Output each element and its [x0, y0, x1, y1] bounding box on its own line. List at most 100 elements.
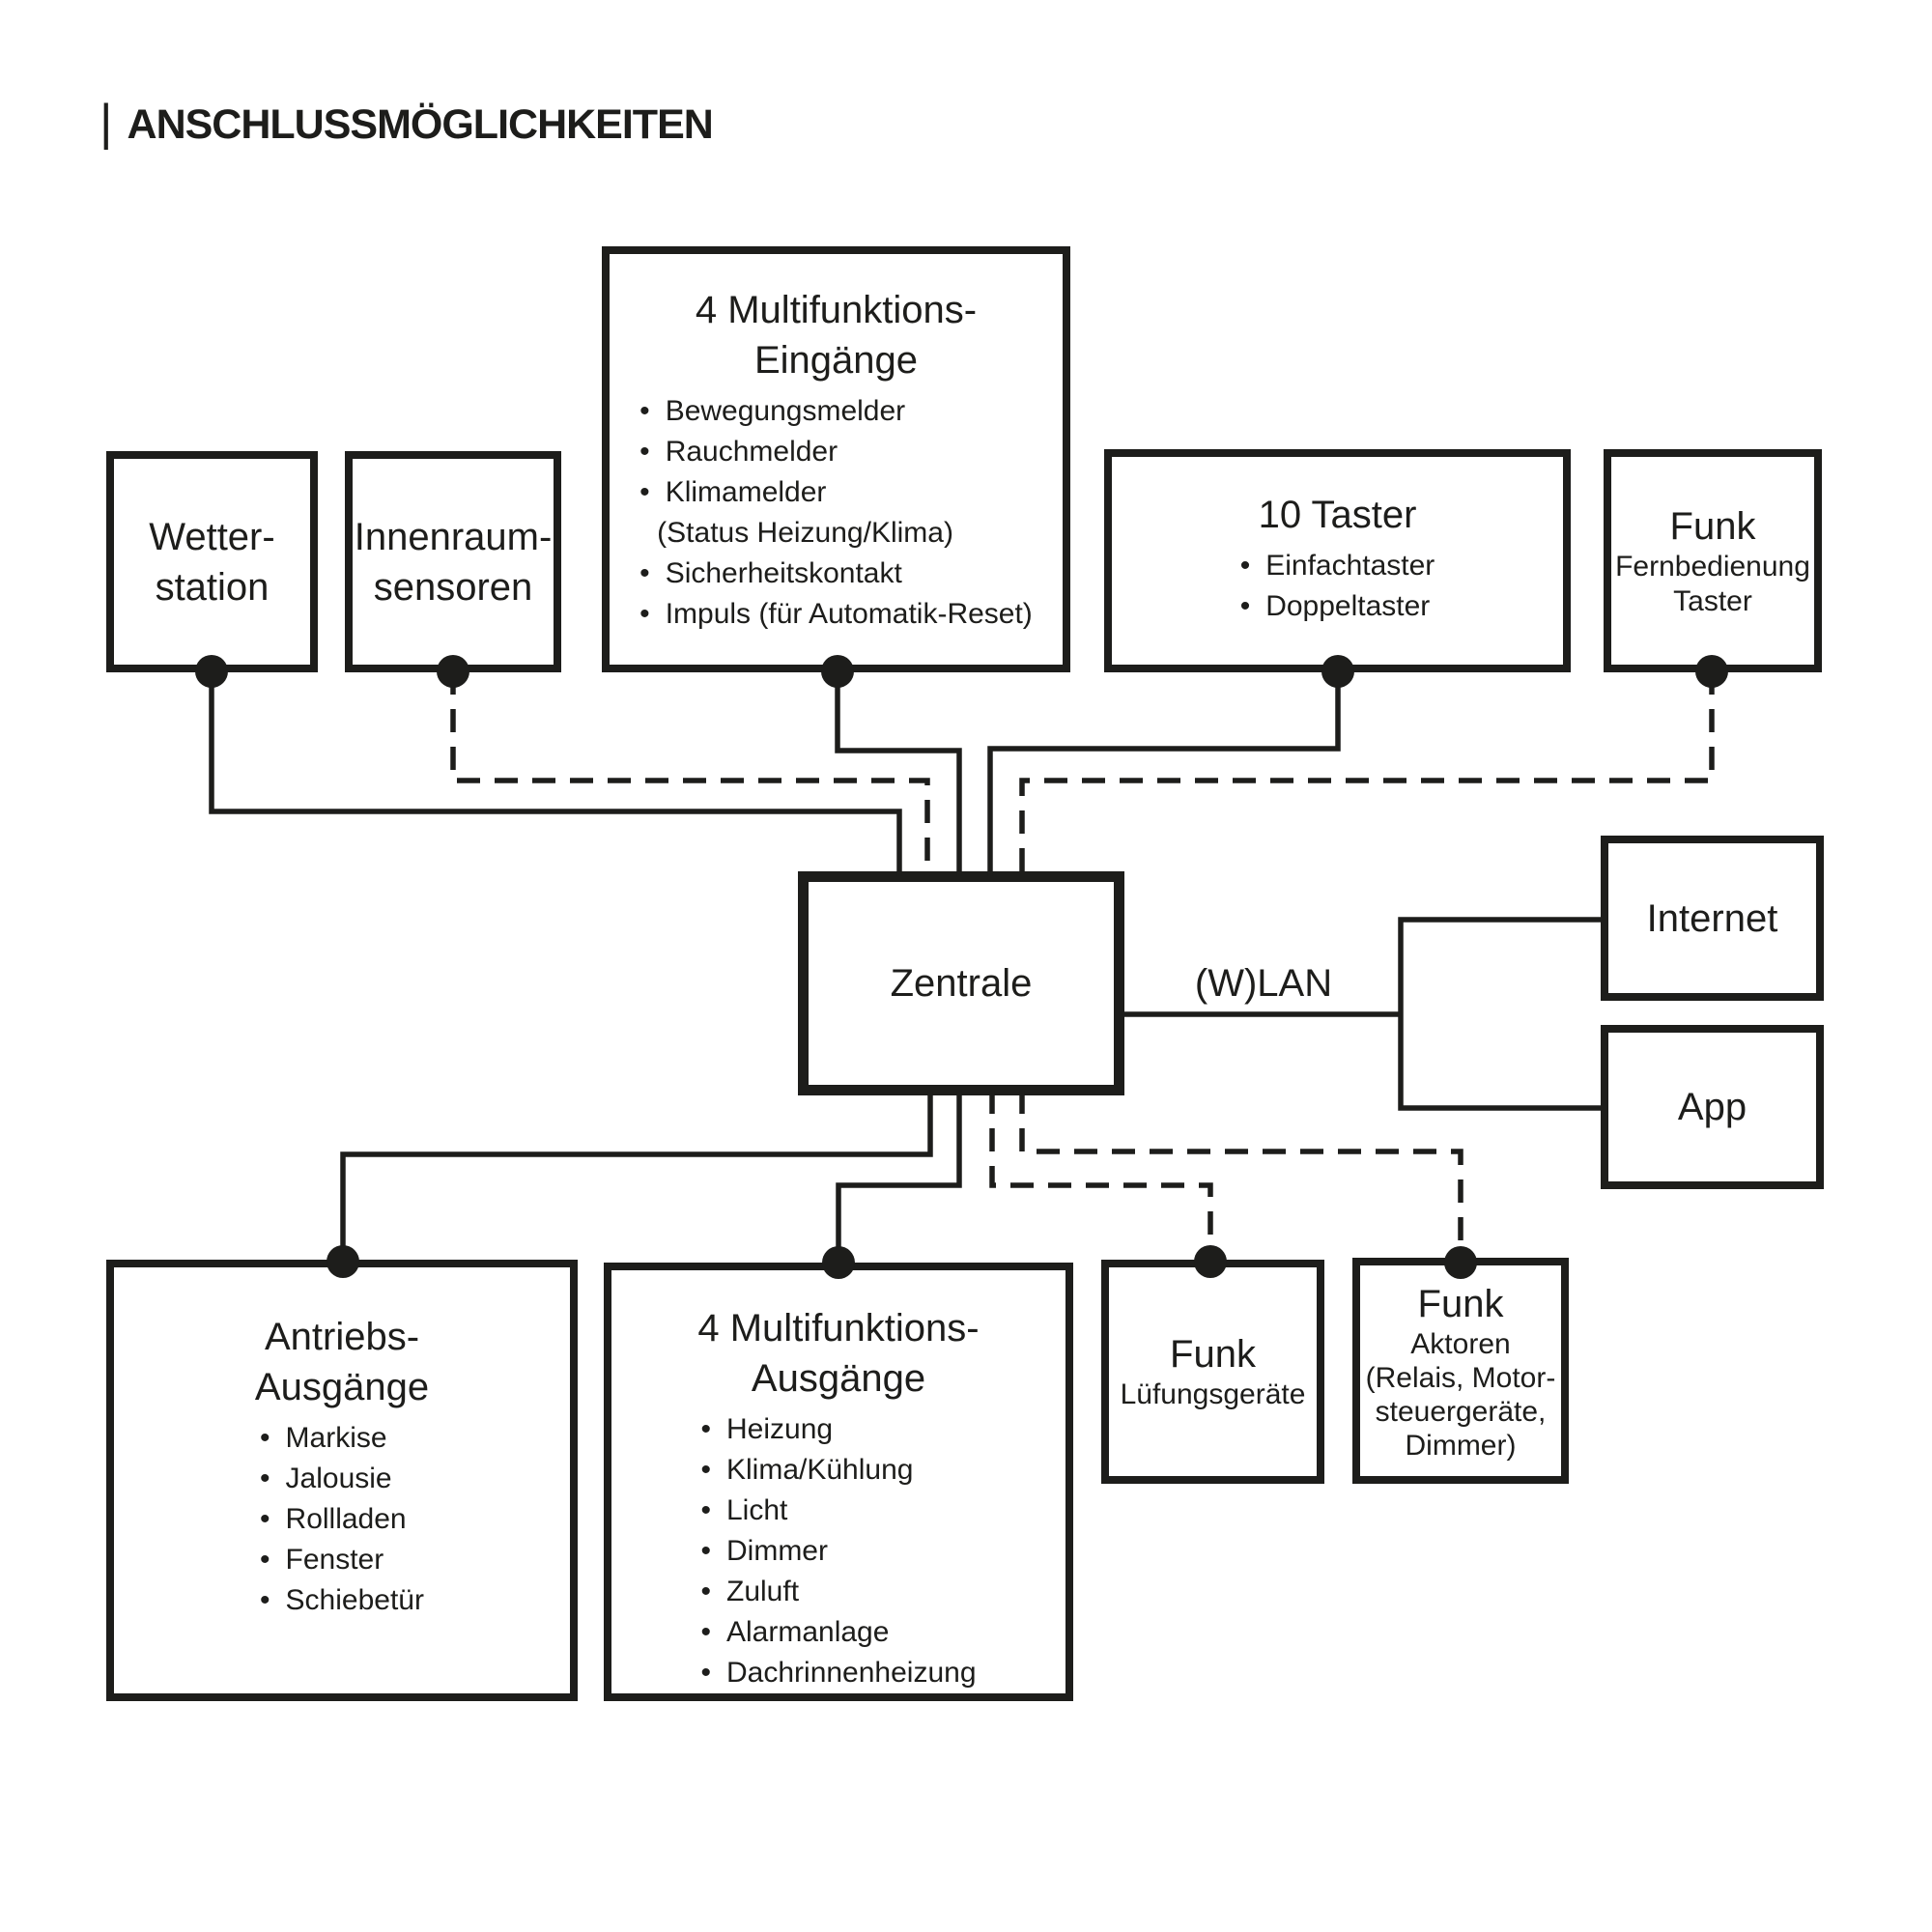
node-item-list: •Heizung •Klima/Kühlung •Licht •Dimmer •… [700, 1409, 976, 1693]
list-item-label: Rollladen [285, 1503, 407, 1535]
node-title: App [1678, 1082, 1747, 1132]
list-item-label: Klimamelder [665, 476, 827, 508]
list-item-label: Licht [726, 1494, 788, 1526]
list-item: • Zuluft [700, 1572, 976, 1612]
edge-innenraumsensoren-zentrale [450, 671, 930, 876]
list-item-label: Bewegungsmelder [665, 395, 906, 427]
bullet-icon: • [260, 1544, 270, 1576]
node-title-line: 4 Multifunktions- [695, 289, 978, 331]
bullet-icon: • [1239, 590, 1251, 622]
list-item-label: Sicherheitskontakt [665, 557, 902, 589]
node-title: 10 Taster [1112, 490, 1563, 540]
bullet-icon: • [700, 1535, 711, 1567]
node-title-line: station [155, 565, 270, 609]
list-item: • Licht [700, 1491, 976, 1531]
list-item-label: Impuls (für Automatik-Reset) [665, 598, 1033, 630]
node-title-line: 4 Multifunktions- [697, 1307, 980, 1350]
node-subtitle-line: Fernbedienung [1615, 551, 1810, 583]
bullet-icon: • [700, 1657, 711, 1689]
list-item: • Heizung [700, 1409, 976, 1450]
list-item-label: Doppeltaster [1265, 590, 1431, 622]
list-item: • Einfachtaster [1240, 546, 1435, 586]
bullet-icon: • [639, 476, 650, 508]
bullet-icon: • [700, 1413, 711, 1445]
node-subtitle-line: Aktoren [1410, 1328, 1511, 1360]
bullet-icon: • [260, 1463, 270, 1494]
list-item-label: Rauchmelder [665, 436, 838, 468]
list-item-label: Fenster [285, 1544, 384, 1576]
list-item: • Fenster [260, 1540, 424, 1580]
list-item: •Schiebetür [260, 1580, 424, 1621]
node-title: Funk [1170, 1333, 1256, 1377]
list-item: •Dachrinnenheizung [700, 1653, 976, 1693]
list-item-label: Heizung [726, 1413, 834, 1445]
list-item-label: Zuluft [726, 1576, 800, 1607]
bullet-icon: • [700, 1494, 711, 1526]
list-item-label: Einfachtaster [1265, 550, 1435, 582]
bullet-icon: • [260, 1422, 270, 1454]
node-10-taster: 10 Taster • Einfachtaster • Doppeltaster [1104, 449, 1571, 672]
node-subtitle-line: Lüfungsgeräte [1120, 1378, 1306, 1411]
node-title-line: Zentrale [890, 962, 1033, 1005]
node-item-list: • Einfachtaster • Doppeltaster [1240, 546, 1435, 627]
node-subtitle-line: steuergeräte, [1375, 1396, 1547, 1429]
node-title-line: Wetter- [149, 515, 275, 558]
node-funk-aktoren: Funk Aktoren (Relais, Motor- steuergerät… [1352, 1258, 1569, 1484]
node-zentrale: Zentrale [798, 871, 1124, 1095]
edge-wlan-internet-app-branch [1398, 917, 1601, 1111]
list-item: • Jalousie [260, 1459, 424, 1499]
bullet-icon: • [639, 557, 650, 589]
edge-zentrale-antriebs-ausgaenge [340, 1091, 933, 1262]
bullet-icon: • [1239, 550, 1251, 582]
list-item-label: Dimmer [726, 1535, 828, 1567]
node-subtitle-line: Dimmer) [1405, 1430, 1517, 1463]
node-title: 4 Multifunktions- Eingänge [610, 285, 1063, 385]
list-item: • Doppeltaster [1240, 586, 1435, 627]
edge-wetterstation-zentrale [209, 671, 902, 876]
node-item-list: •Markise • Jalousie • Rollladen • Fenster •… [260, 1418, 424, 1621]
bullet-icon: • [700, 1576, 711, 1607]
node-subtitle-line: (Relais, Motor- [1365, 1362, 1556, 1395]
node-title: Innenraum- sensoren [355, 512, 553, 612]
edge-10-taster-zentrale [987, 671, 1341, 876]
node-multifunktions-ausgaenge: 4 Multifunktions- Ausgänge •Heizung •Kli… [604, 1263, 1073, 1701]
node-title-line: Ausgänge [751, 1357, 926, 1400]
list-item-label: Klima/Kühlung [726, 1454, 914, 1486]
node-app: App [1601, 1025, 1824, 1189]
list-item: •Klima/Kühlung [700, 1450, 976, 1491]
edge-multifunktions-eingaenge-zentrale [835, 671, 962, 876]
node-funk-lueftungsgeraete: Funk Lüfungsgeräte [1101, 1260, 1324, 1484]
node-item-list: • Bewegungsmelder • Rauchmelder • Klimameld… [639, 391, 1033, 635]
node-title-line: sensoren [373, 565, 533, 609]
edge-zentrale-funk-aktoren [1019, 1091, 1463, 1262]
node-title: Funk [1417, 1283, 1504, 1325]
node-title-line: 10 Taster [1258, 494, 1417, 536]
node-antriebs-ausgaenge: Antriebs- Ausgänge •Markise • Jalousie • R… [106, 1260, 578, 1701]
bullet-icon: • [639, 395, 650, 427]
node-subtitle-line: Taster [1673, 584, 1752, 617]
list-item-label: Jalousie [285, 1463, 392, 1494]
bullet-icon: • [260, 1503, 270, 1535]
wlan-label: (W)LAN [1194, 962, 1333, 1005]
node-title-line: Ausgänge [254, 1366, 430, 1408]
list-item-label: (Status Heizung/Klima) [657, 517, 953, 549]
node-title: 4 Multifunktions- Ausgänge [611, 1303, 1065, 1404]
edge-zentrale-funk-lueftungsgeraete [989, 1091, 1213, 1262]
node-title: Internet [1647, 894, 1778, 944]
list-item: • Rauchmelder [639, 432, 1033, 472]
list-item-continuation: (Status Heizung/Klima) [639, 513, 1033, 554]
title-bar-mark: | [99, 95, 113, 151]
bullet-icon: • [260, 1584, 270, 1616]
list-item: • Dimmer [700, 1531, 976, 1572]
list-item-label: Alarmanlage [726, 1616, 890, 1648]
node-title-line: Eingänge [753, 339, 919, 382]
list-item: •Markise [260, 1418, 424, 1459]
node-wetterstation: Wetter- station [106, 451, 318, 672]
bullet-icon: • [700, 1616, 711, 1648]
node-multifunktions-eingaenge: 4 Multifunktions- Eingänge • Bewegungsmel… [602, 246, 1070, 672]
node-title: Funk [1669, 505, 1756, 549]
node-title-line: Antriebs- [264, 1316, 420, 1358]
bullet-icon: • [639, 436, 650, 468]
node-title-line: Innenraum- [354, 515, 553, 558]
